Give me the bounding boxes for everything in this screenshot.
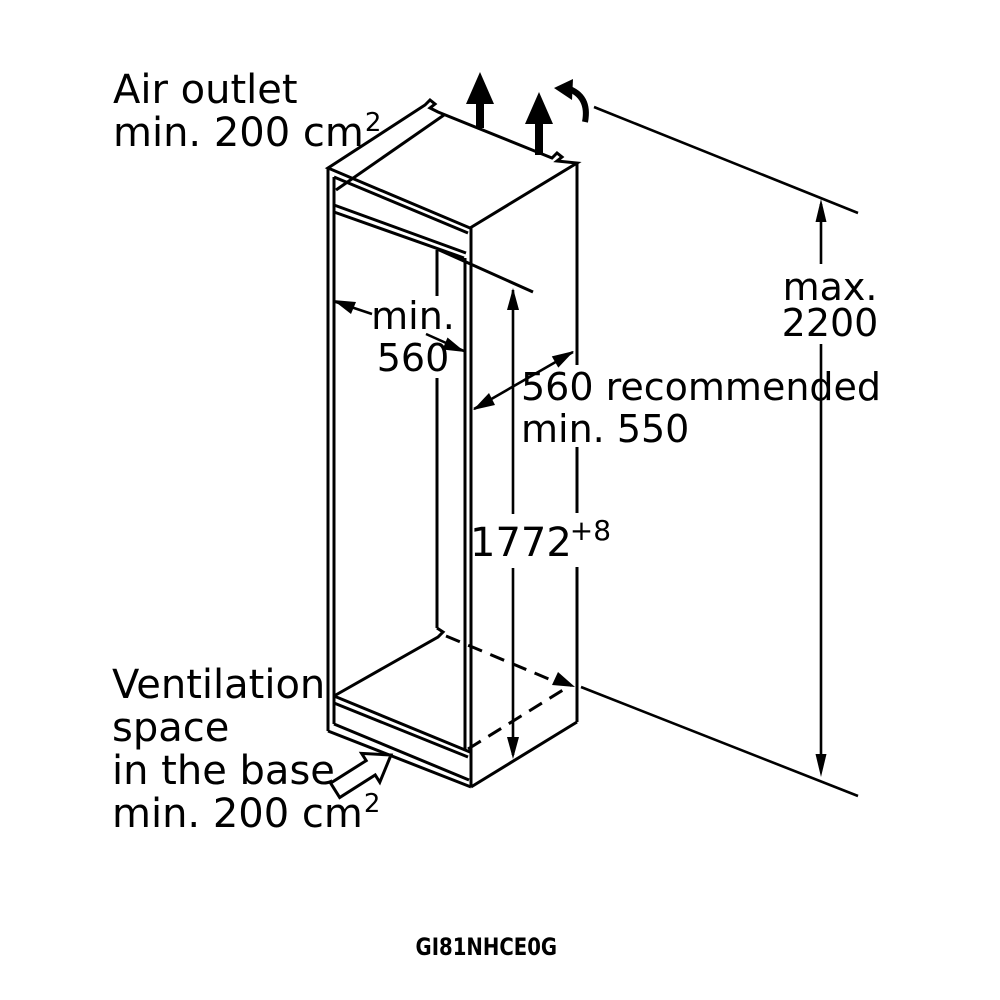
plinth-outer-edge: [327, 729, 472, 789]
extension-line-bottom: [580, 685, 859, 798]
ventilation-label: Ventilation space in the base min. 200 c…: [112, 664, 380, 841]
niche-depth-line2: min. 550: [521, 407, 690, 451]
max-height-value: 2200: [781, 301, 879, 345]
niche-depth-line1: 560 recommended: [521, 365, 882, 409]
niche-width-label: min. 560: [348, 295, 478, 379]
airflow-up-arrow-left: [466, 72, 494, 128]
dimension-niche-width: [332, 299, 465, 353]
airflow-up-arrow-right: [525, 92, 553, 155]
max-height-prefix: max.: [782, 265, 878, 309]
ventilation-line3: in the base: [112, 748, 335, 794]
niche-height-value: 1772: [470, 520, 572, 566]
ventilation-line1: Ventilation: [112, 662, 326, 708]
air-outlet-line2: min. 200 cm: [113, 110, 364, 156]
air-outlet-line1: Air outlet: [113, 67, 298, 113]
cabinet-outline: [324, 97, 582, 789]
air-slot-upper-edge: [333, 203, 467, 255]
dimension-niche-height: [507, 288, 519, 759]
model-number: GI81NHCE0G: [415, 933, 557, 961]
top-rail-inner-edge: [333, 175, 469, 235]
hidden-floor-right-edge: [467, 683, 572, 751]
niche-height-label: 1772+8: [470, 514, 611, 568]
extension-line-top: [593, 105, 859, 215]
air-outlet-superscript: 2: [364, 108, 382, 138]
dimension-max-height: [580, 105, 859, 798]
ventilation-line4: min. 200 cm: [112, 791, 363, 837]
ventilation-line2: space: [112, 705, 230, 751]
airflow-arrows: [466, 72, 589, 155]
niche-height-tolerance: +8: [569, 514, 612, 547]
interior-ceiling-back-edge: [436, 247, 534, 294]
niche-width-prefix: min.: [371, 294, 455, 338]
niche-depth-label: 560 recommended min. 550: [521, 366, 881, 450]
hidden-floor-back-edge: [445, 634, 557, 684]
base-ventilation-arrow: [328, 751, 394, 800]
max-height-label: max. 2200: [772, 265, 888, 345]
airflow-exit-curved-arrow: [554, 79, 589, 123]
air-outlet-label: Air outlet min. 200 cm2: [113, 69, 381, 160]
floor-front-edge: [333, 694, 471, 754]
right-bottom-edge: [470, 720, 578, 789]
interior-floor-left-edge: [333, 626, 446, 698]
dimension-niche-depth: [473, 350, 574, 411]
niche-width-value: 560: [376, 336, 450, 380]
hidden-edge-arrowhead: [552, 672, 575, 687]
ventilation-superscript: 2: [363, 789, 381, 819]
floor-front-edge-inner: [333, 701, 469, 759]
plinth-inner-edge: [333, 722, 470, 782]
air-slot-back-edge: [335, 113, 445, 192]
